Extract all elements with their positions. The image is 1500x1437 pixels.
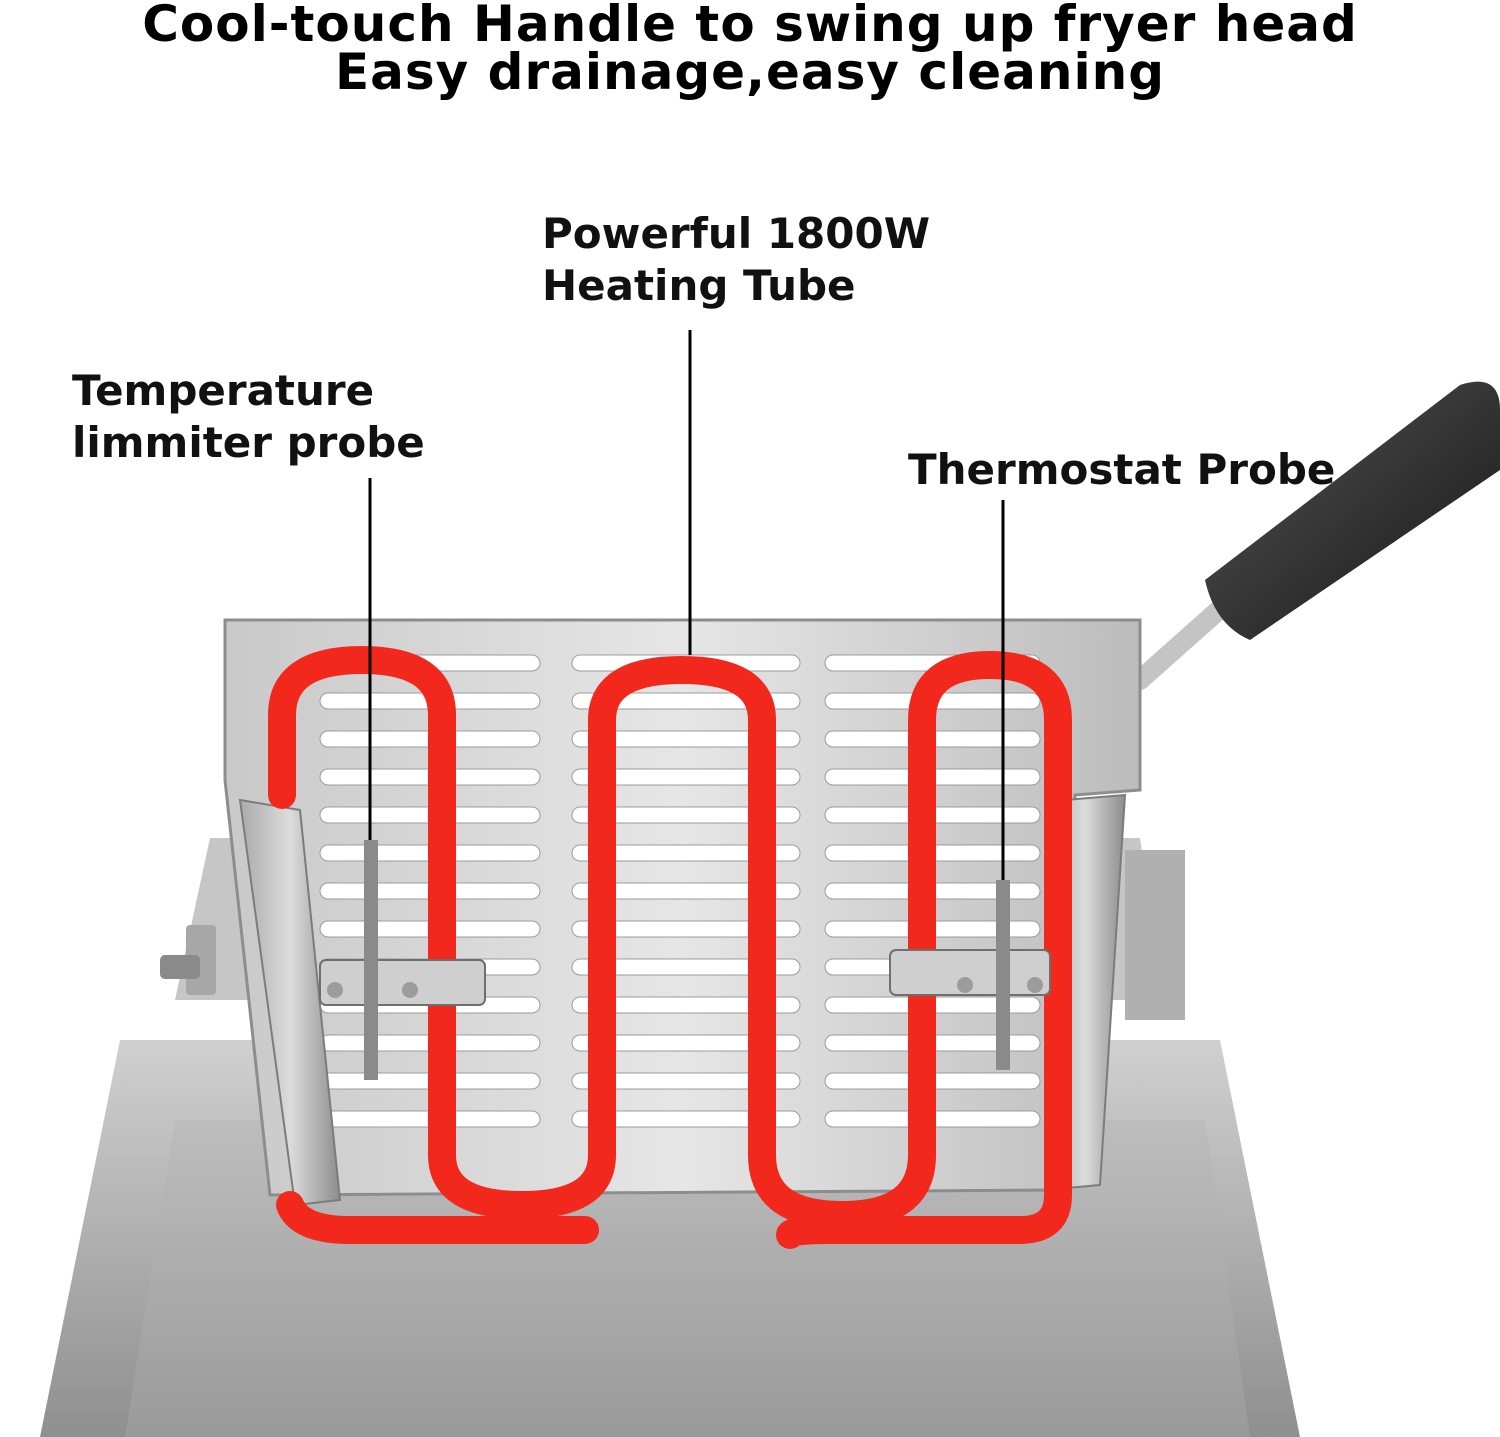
drainage-slot xyxy=(571,768,801,786)
limiter-probe-callout-line-1: Temperature xyxy=(72,366,375,415)
drainage-slot xyxy=(571,1034,801,1052)
heating-tube-callout-line-1: Powerful 1800W xyxy=(542,209,931,258)
drainage-slot xyxy=(571,730,801,748)
headline-line-1: Cool-touch Handle to swing up fryer head xyxy=(142,0,1358,53)
drainage-slot xyxy=(571,920,801,938)
limiter-probe-clamp xyxy=(319,840,486,1080)
limiter-probe-callout: Temperature limmiter probe xyxy=(72,365,425,469)
side-knob xyxy=(160,925,216,995)
heating-tube xyxy=(268,646,1072,1249)
headline-line-2: Easy drainage,easy cleaning xyxy=(335,43,1165,101)
thermostat-probe-callout: Thermostat Probe xyxy=(908,444,1335,496)
drainage-slot xyxy=(571,958,801,976)
drainage-slot xyxy=(571,1110,801,1128)
thermostat-probe-callout-line-1: Thermostat Probe xyxy=(908,445,1336,494)
cool-touch-handle[interactable] xyxy=(1130,381,1500,690)
drainage-slot xyxy=(571,844,801,862)
drainage-slot xyxy=(571,806,801,824)
heating-tube-callout-line-2: Heating Tube xyxy=(542,261,856,310)
limiter-probe-callout-line-2: limmiter probe xyxy=(72,418,425,467)
thermostat-probe-clamp xyxy=(889,880,1051,1070)
heating-tube-callout: Powerful 1800W Heating Tube xyxy=(542,208,930,312)
drainage-slot xyxy=(571,882,801,900)
drainage-slot xyxy=(571,996,801,1014)
drainage-slot xyxy=(571,1072,801,1090)
